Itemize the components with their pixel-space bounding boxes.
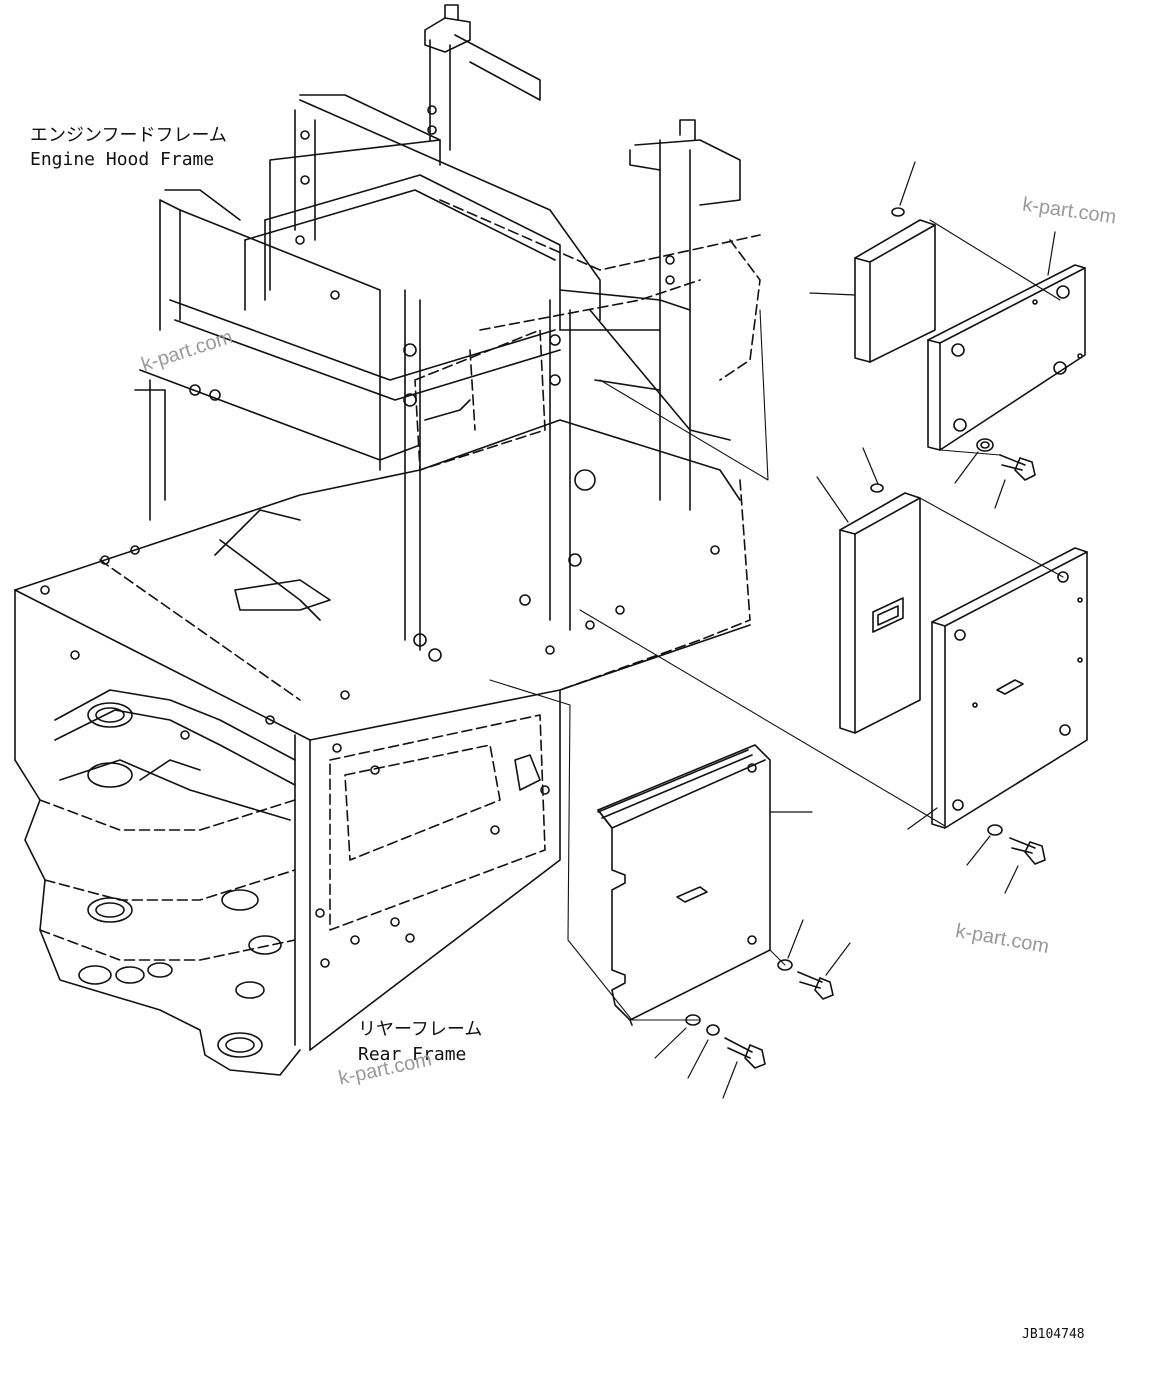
- engine-hood-frame-label-en: Engine Hood Frame: [30, 149, 215, 170]
- engine-hood-frame-label-jp: エンジンフードフレーム: [30, 125, 227, 146]
- right-washer: [777, 959, 793, 971]
- lower-lock-washer: [706, 1024, 720, 1036]
- rear-frame-drawing: [14, 419, 751, 1076]
- upper-washer: [976, 438, 994, 452]
- engine-hood-frame-drawing: [134, 4, 761, 662]
- middle-bolt-head: [1024, 841, 1046, 865]
- middle-insulation-pad: [839, 492, 921, 734]
- rear-frame-label-jp: リヤーフレーム: [358, 1019, 483, 1040]
- middle-washer: [987, 824, 1003, 836]
- bottom-guard-plate: [597, 744, 771, 1021]
- rear-frame-label-en: Rear Frame: [358, 1044, 467, 1065]
- lower-bolt-head: [744, 1044, 766, 1069]
- right-bolt-head: [814, 977, 834, 1000]
- exploded-parts: [489, 161, 1088, 1099]
- middle-cover-plate: [931, 547, 1088, 829]
- upper-bolt-head: [1014, 457, 1036, 481]
- upper-bolt-shank: [999, 454, 1026, 471]
- upper-clip: [891, 207, 905, 217]
- middle-bolt-shank: [1009, 837, 1036, 854]
- upper-insulation-pad: [854, 219, 936, 363]
- middle-clip: [870, 483, 884, 493]
- lower-bolt-shank: [724, 1037, 753, 1059]
- drawing-number: JB104748: [1022, 1327, 1085, 1342]
- upper-cover-plate: [927, 264, 1086, 451]
